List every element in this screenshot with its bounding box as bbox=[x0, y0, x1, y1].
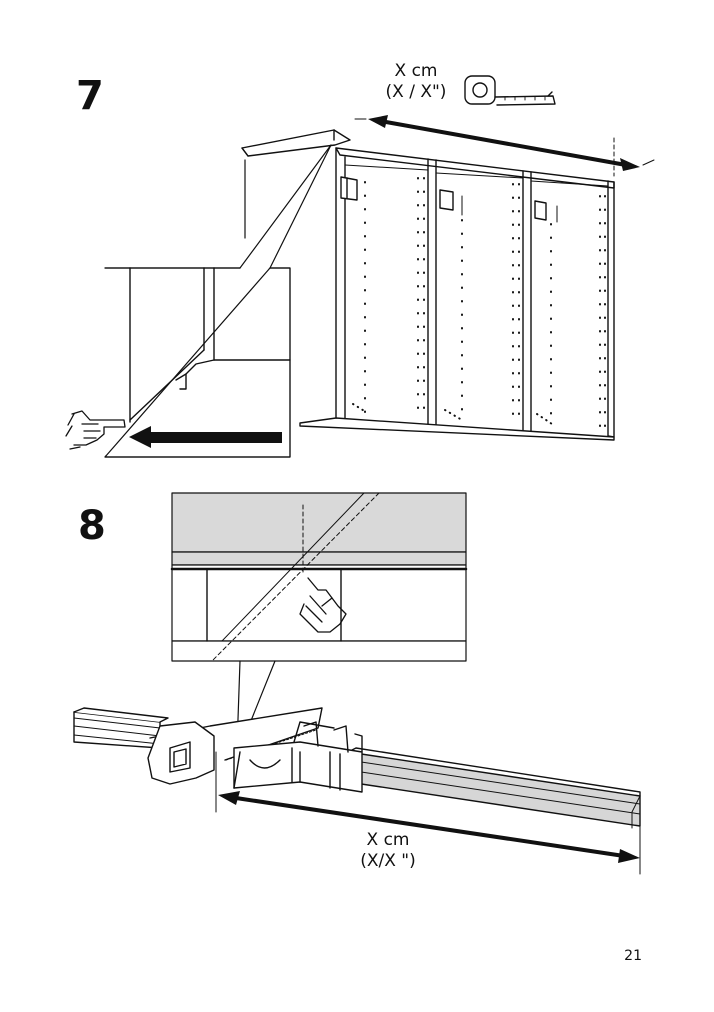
dimension-label-8: X cm (X/X ") bbox=[350, 830, 426, 872]
wall-cabinet bbox=[299, 147, 615, 441]
step-number-7: 7 bbox=[76, 73, 104, 119]
cornice-rail bbox=[241, 129, 351, 239]
dimension-label-7: X cm (X / X") bbox=[378, 61, 454, 103]
step-number-8: 8 bbox=[78, 503, 106, 549]
miter-box-icon bbox=[233, 721, 363, 793]
dimension-value: X cm bbox=[366, 830, 410, 850]
pointing-hand-icon bbox=[299, 577, 347, 633]
page-number: 21 bbox=[624, 948, 642, 964]
detail-zoom-7 bbox=[65, 267, 291, 458]
dimension-value: X cm bbox=[394, 61, 438, 81]
length-arrow-8 bbox=[215, 751, 641, 875]
dimension-imperial: (X/X ") bbox=[360, 851, 416, 871]
tape-measure-icon bbox=[464, 75, 556, 106]
saw-icon bbox=[147, 707, 323, 785]
dimension-imperial: (X / X") bbox=[385, 82, 447, 102]
pointing-hand-icon bbox=[65, 410, 126, 450]
detail-zoom-8 bbox=[170, 492, 468, 662]
width-arrow-7 bbox=[354, 115, 655, 177]
